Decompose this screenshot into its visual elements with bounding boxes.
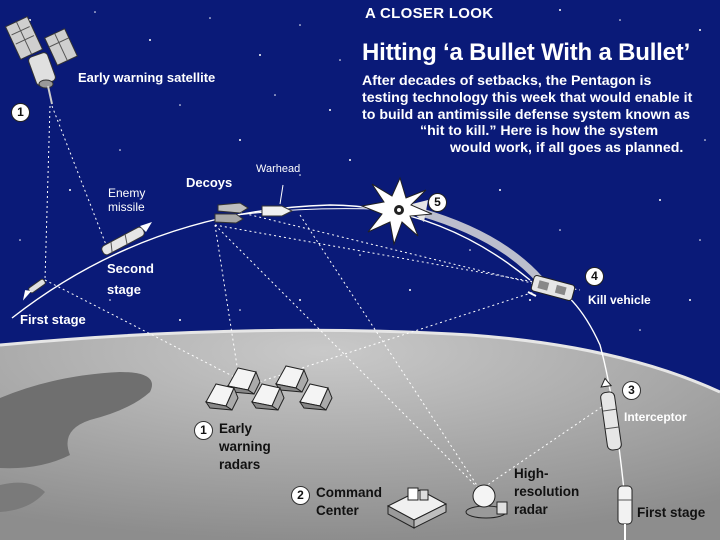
interceptor-missile-icon: [600, 377, 622, 451]
intro-line-5: would work, if all goes as planned.: [450, 140, 684, 156]
command-center-icon: [386, 487, 448, 529]
label-early-warning-radars-line-2: warning: [219, 439, 271, 454]
intro-line-2: testing technology this week that would …: [362, 89, 693, 106]
earth-surface: [0, 330, 720, 540]
label-high-res-radar-line-2: resolution: [514, 484, 580, 499]
label-decoys: Decoys: [186, 175, 233, 190]
label-interceptor: Interceptor: [624, 410, 687, 424]
label-command-center-line-2: Center: [316, 503, 359, 518]
headline: Hitting ‘a Bullet With a Bullet’: [362, 39, 691, 66]
step-badge-radars: 1: [194, 421, 213, 440]
impact-explosion-icon: [360, 176, 433, 246]
intro-line-1: After decades of setbacks, the Pentagon …: [362, 73, 652, 89]
label-high-res-radar-line-1: High-: [514, 466, 549, 481]
stars: [19, 9, 706, 331]
intro-line-4: “hit to kill.” Here is how the system: [420, 123, 659, 140]
step-badge-impact: 5: [428, 193, 447, 212]
enemy-missile-icon: [101, 222, 152, 256]
label-second-stage-line-2: stage: [107, 282, 141, 297]
warhead-icon: [261, 184, 294, 217]
early-warning-satellite-icon: [4, 15, 78, 105]
label-enemy-missile-line-2: missile: [108, 200, 145, 214]
label-first-stage-right: First stage: [637, 505, 706, 520]
label-early-warning-radars-line-1: Early: [219, 421, 253, 436]
label-command-center-line-1: Command: [316, 485, 383, 500]
step-badge-interceptor: 3: [622, 381, 641, 400]
earth-landmass-2: [0, 482, 45, 512]
intro-line-3: to build an antimissile defense system k…: [362, 106, 690, 123]
first-stage-booster-left-icon: [22, 278, 46, 301]
earth-horizon-glow: [0, 328, 720, 394]
high-resolution-radar-icon: [465, 484, 508, 519]
kill-vehicle-icon: [527, 275, 576, 301]
early-warning-radar-icons: [204, 365, 333, 411]
first-stage-booster-right-icon: [617, 485, 633, 540]
section-header: A CLOSER LOOK: [365, 5, 494, 22]
earth-landmass: [0, 372, 152, 469]
label-high-res-radar-line-3: radar: [514, 502, 548, 517]
label-kill-vehicle: Kill vehicle: [588, 293, 651, 307]
step-badge-satellite: 1: [11, 103, 30, 122]
step-badge-kill-vehicle: 4: [585, 267, 604, 286]
kill-vehicle-arrow-trail: [416, 208, 544, 284]
step-badge-command-center: 2: [291, 486, 310, 505]
label-second-stage-line-1: Second: [107, 261, 154, 276]
intro-paragraph: After decades of setbacks, the Pentagon …: [362, 73, 714, 157]
label-enemy-missile-line-1: Enemy: [108, 186, 146, 200]
decoy-icons: [214, 202, 249, 224]
label-early-warning-radars-line-3: radars: [219, 457, 261, 472]
enemy-missile-trajectory: [11, 204, 531, 319]
label-first-stage-left: First stage: [20, 312, 86, 327]
label-warhead: Warhead: [256, 163, 301, 175]
label-early-warning-satellite: Early warning satellite: [78, 70, 216, 85]
